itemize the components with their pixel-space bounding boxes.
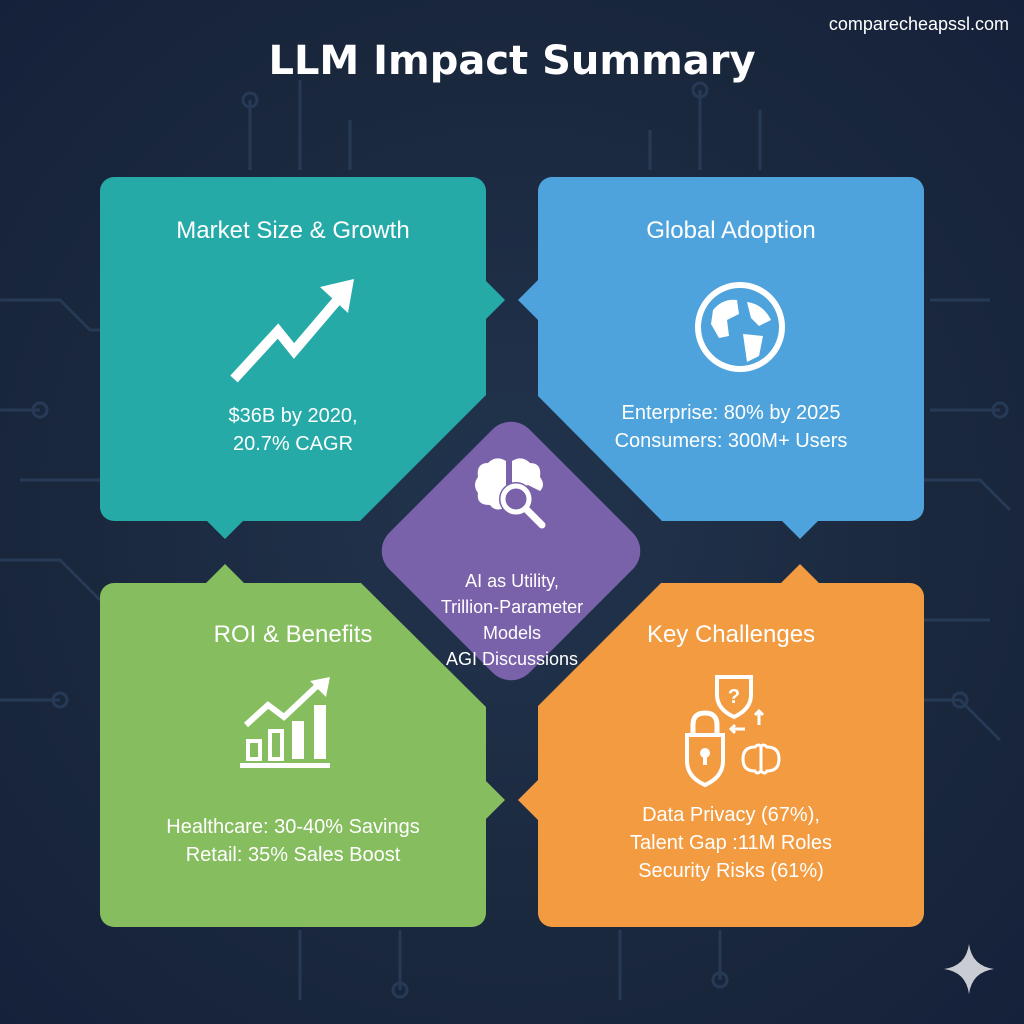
globe-icon	[695, 282, 785, 372]
center-line: Models	[482, 623, 542, 643]
market-size-panel: Market Size & Growth $36B by 2020, 20.7%…	[100, 177, 486, 521]
challenge-stat: Talent Gap :11M Roles	[630, 832, 832, 854]
trend-up-arrow-icon	[230, 279, 354, 383]
adoption-stat: Consumers: 300M+ Users	[614, 430, 848, 452]
market-stat: 20.7% CAGR	[232, 433, 354, 455]
center-line: AGI Discussions	[445, 649, 579, 669]
panel-heading: Key Challenges	[646, 621, 816, 648]
center-line: AI as Utility,	[465, 571, 559, 591]
panel-text: Enterprise: 80% by 2025 Consumers: 300M+…	[538, 399, 924, 455]
panel-pointer	[205, 564, 245, 584]
page-title: LLM Impact Summary	[268, 38, 756, 84]
watermark: comparecheapssl.com	[828, 14, 1009, 34]
panel-heading: Global Adoption	[646, 217, 816, 244]
brain-search-icon	[475, 458, 546, 529]
panel-text: Healthcare: 30-40% Savings Retail: 35% S…	[100, 813, 486, 869]
center-line: Trillion-Parameter	[440, 597, 584, 617]
bar-chart-growth-icon	[240, 677, 330, 768]
lock-shield-brain-icon: ?	[685, 675, 781, 788]
sparkle-icon	[944, 944, 994, 994]
center-text: AI as Utility, Trillion-Parameter Models…	[400, 568, 624, 672]
challenge-stat: Security Risks (61%)	[638, 860, 824, 882]
panel-heading: ROI & Benefits	[213, 621, 373, 648]
panel-pointer	[485, 780, 505, 820]
challenge-stat: Data Privacy (67%),	[642, 804, 820, 826]
adoption-stat: Enterprise: 80% by 2025	[621, 402, 841, 424]
market-stat: $36B by 2020,	[228, 405, 358, 427]
panel-text: $36B by 2020, 20.7% CAGR	[100, 402, 486, 458]
panel-pointer	[485, 280, 505, 320]
panel-pointer	[780, 564, 820, 584]
panel-pointer	[205, 519, 245, 539]
panel-pointer	[518, 780, 538, 820]
roi-stat: Retail: 35% Sales Boost	[185, 844, 401, 866]
panel-pointer	[518, 280, 538, 320]
panel-text: Data Privacy (67%), Talent Gap :11M Role…	[538, 801, 924, 885]
panel-pointer	[780, 519, 820, 539]
svg-text:?: ?	[728, 686, 740, 708]
panel-heading: Market Size & Growth	[176, 217, 410, 244]
roi-stat: Healthcare: 30-40% Savings	[166, 816, 420, 838]
